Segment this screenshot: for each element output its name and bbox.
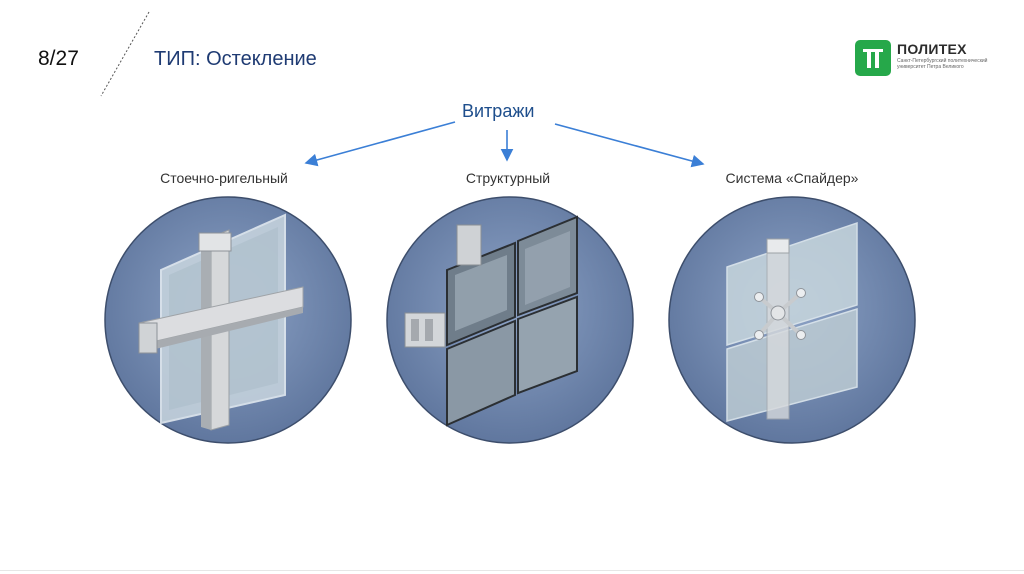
type-label-mullion: Стоечно-ригельный [160,170,288,186]
diagram-arrows [304,121,705,168]
logo-title: ПОЛИТЕХ [897,41,967,57]
logo-tagline: Санкт-Петербургский политехнический унив… [897,58,988,70]
arrow-left [304,121,456,167]
arrow-right [554,123,705,168]
slide-title: ТИП: Остекление [154,48,317,70]
mullion-transom-image [104,196,352,444]
university-logo: ПОЛИТЕХ Санкт-Петербургский политехничес… [855,40,1005,80]
type-label-spider: Система «Спайдер» [725,170,859,186]
structural-glazing-image [386,196,634,444]
page-number: 8/27 [38,47,79,70]
logo-mark-icon [855,40,891,76]
root-label: Витражи [462,101,535,121]
divider-slash [100,11,150,97]
spider-system-image [668,196,916,444]
bottom-rule [0,570,1024,571]
type-label-structural: Структурный [465,170,551,186]
